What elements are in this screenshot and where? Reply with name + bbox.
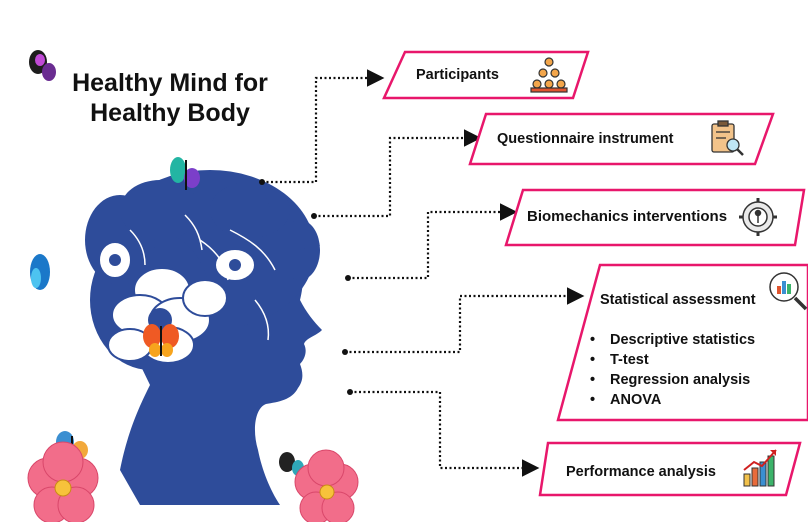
list-item: Descriptive statistics bbox=[590, 330, 755, 350]
chart-magnifier-icon bbox=[769, 272, 808, 311]
connector-statistical bbox=[345, 287, 585, 354]
bar-chart-growth-icon bbox=[743, 449, 777, 487]
diagram-title: Healthy Mind for Healthy Body bbox=[50, 68, 290, 128]
questionnaire-box bbox=[468, 112, 775, 166]
clipboard-magnifier-icon bbox=[711, 120, 744, 156]
butterfly-icon bbox=[29, 50, 56, 81]
butterfly-icon bbox=[143, 324, 179, 357]
pink-flower-icon bbox=[294, 449, 359, 522]
pink-flower-icon bbox=[27, 441, 99, 522]
title-line-2: Healthy Body bbox=[90, 99, 250, 127]
biomechanics-box bbox=[504, 188, 806, 247]
title-line-1: Healthy Mind for bbox=[72, 69, 268, 97]
performance-label: Performance analysis bbox=[566, 464, 716, 480]
participants-label: Participants bbox=[416, 67, 499, 83]
questionnaire-label: Questionnaire instrument bbox=[497, 131, 674, 147]
biomechanics-label: Biomechanics interventions bbox=[527, 208, 728, 225]
pyramid-people-icon bbox=[530, 57, 568, 93]
list-item: ANOVA bbox=[590, 390, 755, 410]
butterfly-icon bbox=[170, 157, 200, 190]
connector-performance bbox=[350, 390, 540, 477]
statistical-label: Statistical assessment bbox=[600, 292, 756, 308]
connector-questionnaire bbox=[314, 129, 482, 218]
gear-person-icon bbox=[739, 198, 777, 236]
butterfly-icon bbox=[30, 254, 50, 290]
statistical-methods-list: Descriptive statistics T-test Regression… bbox=[590, 330, 755, 410]
performance-box bbox=[538, 441, 802, 497]
connector-participants bbox=[262, 69, 385, 184]
list-item: T-test bbox=[590, 350, 755, 370]
list-item: Regression analysis bbox=[590, 370, 755, 390]
connector-biomechanics bbox=[348, 203, 518, 280]
head-illustration bbox=[85, 170, 323, 505]
